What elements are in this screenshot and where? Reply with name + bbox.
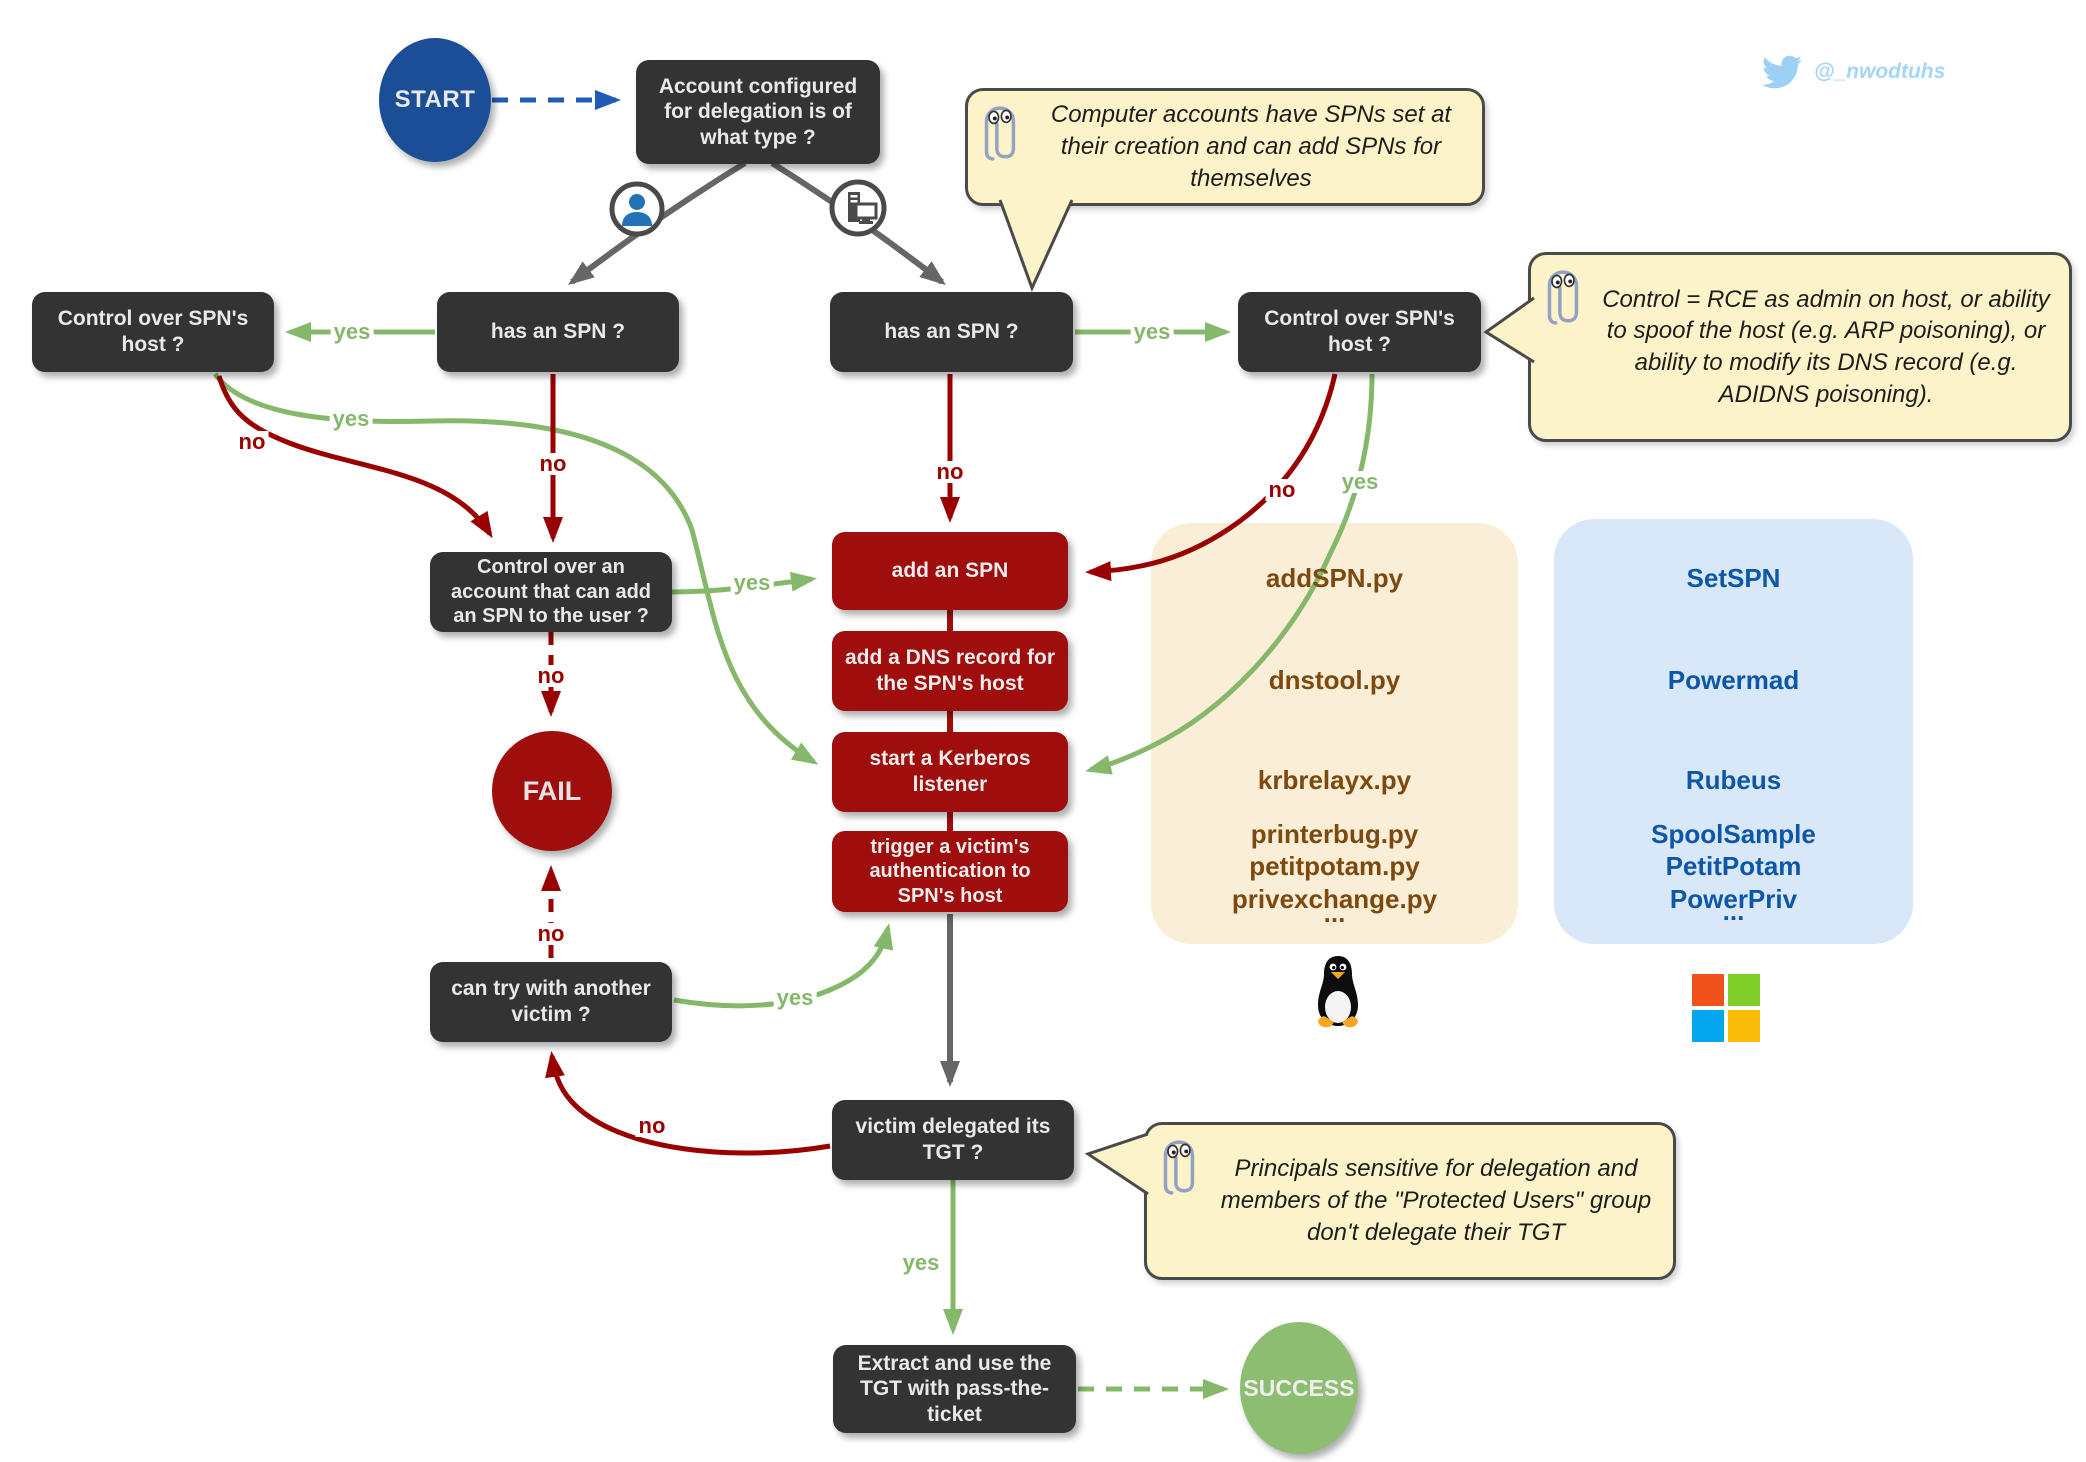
note-tail-protected-users [1084, 1132, 1149, 1196]
tool-krbrelayx-py: krbrelayx.py [1257, 765, 1412, 795]
edge-label-no-ctrlleft: no [235, 431, 269, 453]
node-control-spn-host-right: Control over SPN's host ? [1238, 292, 1481, 372]
tool-rubeus: Rubeus [1685, 765, 1782, 795]
tool-privexchange-py: privexchange.py [1231, 884, 1438, 914]
author-handle: @_nwodtuhs [1814, 60, 1946, 83]
tool-spoolsample: SpoolSample [1651, 819, 1816, 849]
node-victim-delegated-tgt: victim delegated its TGT ? [832, 1100, 1074, 1180]
edge-label-yes-victim: yes [899, 1252, 943, 1274]
windows-tools-panel [1554, 519, 1913, 944]
node-can-try-another-victim: can try with another victim ? [430, 962, 672, 1042]
edge-label-yes-ctrlleft: yes [329, 408, 373, 430]
note-computer-accounts-spn: Computer accounts have SPNs set at their… [965, 88, 1485, 206]
tool-setspn: SetSPN [1686, 563, 1781, 593]
edge-label-no-cantry: no [534, 923, 568, 945]
node-add-an-spn: add an SPN [832, 532, 1068, 610]
edge-label-yes-spnleft: yes [330, 321, 374, 343]
author-credit: @_nwodtuhs [1760, 52, 1945, 92]
tool-addspn-py: addSPN.py [1265, 563, 1404, 593]
edge-ctrlleft-yes-listener [212, 372, 819, 765]
tool-powermad: Powermad [1667, 665, 1800, 695]
linux-tux-icon [1318, 956, 1358, 1028]
tool-powerpriv: PowerPriv [1669, 884, 1798, 914]
computer-account-icon [829, 179, 887, 237]
note-control-definition: Control = RCE as admin on host, or abili… [1528, 252, 2072, 442]
tool-linux-more: ... [1323, 898, 1346, 928]
user-account-icon [609, 181, 665, 237]
tool-printerbug-py: printerbug.py [1250, 819, 1419, 849]
edge-label-yes-spnright: yes [1130, 321, 1174, 343]
node-trigger-victim-auth: trigger a victim's authentication to SPN… [832, 831, 1068, 912]
clippy-paperclip-icon [984, 106, 1016, 161]
edge-label-no-account: no [534, 665, 568, 687]
node-control-spn-host-left: Control over SPN's host ? [32, 292, 274, 372]
note-tail-control-def [1483, 296, 1535, 364]
tool-petitpotam-py: petitpotam.py [1249, 851, 1420, 881]
node-has-spn-right: has an SPN ? [830, 292, 1073, 372]
edge-ctrlleft-no-account [216, 375, 493, 539]
node-control-account-add-spn: Control over an account that can add an … [430, 552, 672, 632]
twitter-bird-icon [1762, 55, 1802, 89]
edge-label-no-spnright: no [933, 461, 967, 483]
fail-node: FAIL [492, 731, 612, 851]
node-start-kerberos-listener: start a Kerberos listener [832, 732, 1068, 812]
edge-label-yes-cantry: yes [773, 987, 817, 1009]
note-tail-computer-spn [998, 199, 1074, 292]
tool-windows-more: ... [1722, 896, 1745, 926]
edge-label-yes-account: yes [730, 572, 774, 594]
edge-ctrlright-yes-listener [1085, 373, 1375, 775]
edge-cantry-yes-trigger [673, 923, 894, 1009]
edge-label-no-spnleft: no [536, 453, 570, 475]
node-add-dns-record: add a DNS record for the SPN's host [832, 631, 1068, 711]
clippy-paperclip-icon [1163, 1140, 1195, 1195]
edge-label-no-ctrlright: no [1265, 479, 1299, 501]
node-has-spn-left: has an SPN ? [437, 292, 679, 372]
clippy-paperclip-icon [1547, 270, 1579, 325]
edge-label-no-victim: no [635, 1115, 669, 1137]
start-node: START [379, 38, 491, 162]
tool-dnstool-py: dnstool.py [1268, 665, 1401, 695]
tool-petitpotam: PetitPotam [1665, 851, 1802, 881]
linux-tools-panel [1151, 523, 1518, 944]
edge-victim-no-cantry [545, 1051, 831, 1156]
edge-label-yes-ctrlright: yes [1338, 471, 1382, 493]
node-extract-tgt-ptt: Extract and use the TGT with pass-the-ti… [833, 1345, 1076, 1433]
windows-logo-icon [1692, 974, 1760, 1042]
edge-ctrlright-no-addspn [1085, 373, 1338, 582]
success-node: SUCCESS [1240, 1322, 1358, 1454]
note-protected-users: Principals sensitive for delegation and … [1144, 1122, 1676, 1280]
node-delegation-type-question: Account configured for delegation is of … [636, 60, 880, 164]
